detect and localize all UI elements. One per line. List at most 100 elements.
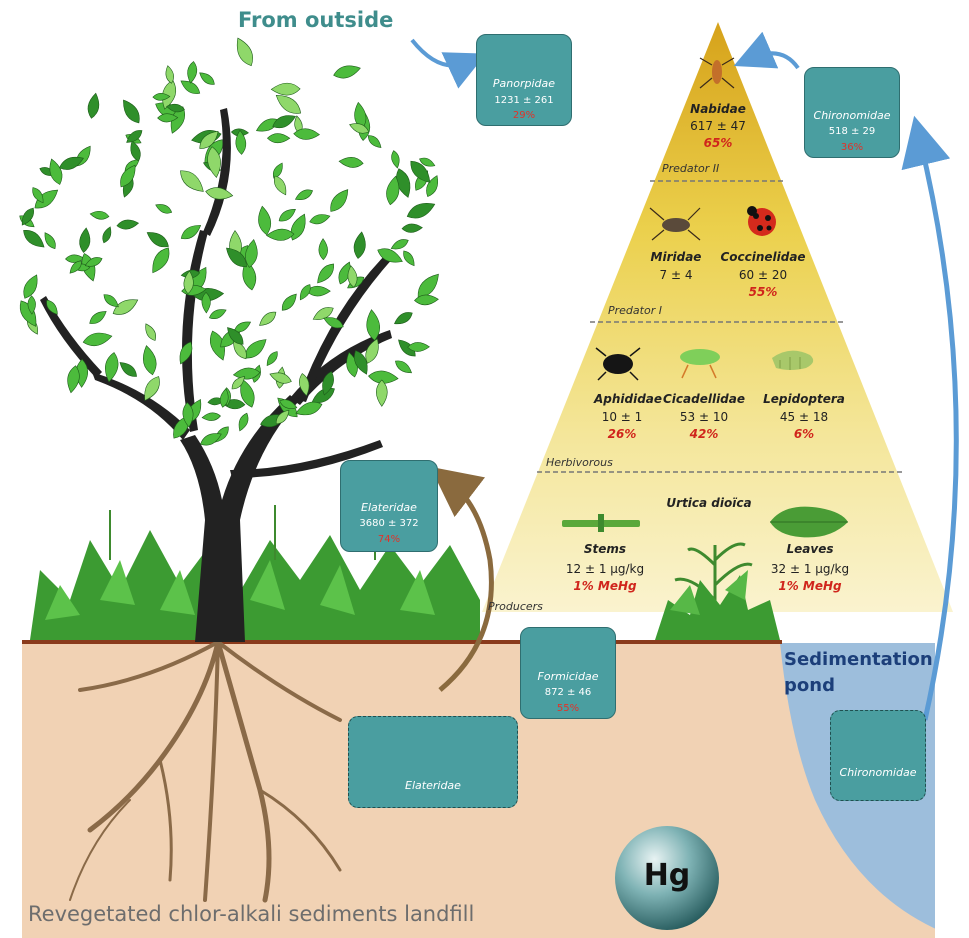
- tree-leaf: [323, 317, 344, 329]
- tree-leaf: [290, 213, 306, 241]
- tree-leaf: [317, 263, 334, 284]
- tree-leaf: [274, 175, 287, 196]
- tree-leaf: [365, 338, 379, 364]
- stems-name: Stems: [583, 542, 627, 556]
- tree-leaf: [84, 257, 103, 267]
- tree-leaf: [231, 376, 245, 390]
- miridae-icon: [649, 207, 701, 241]
- tree-leaf: [403, 250, 415, 267]
- tree-leaf: [180, 225, 202, 240]
- tree-leaf: [123, 99, 140, 124]
- miridae-name: Miridae: [650, 250, 702, 264]
- tree-leaf: [238, 412, 249, 432]
- tree-leaf: [330, 189, 349, 212]
- tree-leaf: [152, 92, 171, 101]
- tree-leaf: [27, 295, 36, 315]
- formicidae-box: Formicidae 872 ± 46 55%: [520, 627, 616, 719]
- aphididae-value: 10 ± 1: [601, 410, 643, 424]
- mercury-sphere: [615, 826, 719, 930]
- tree-leaf: [182, 402, 194, 428]
- tree-leaf: [366, 309, 380, 341]
- tree-leaf: [294, 189, 313, 200]
- tree-leaf: [199, 72, 215, 85]
- level-predator-1: Predator I: [608, 304, 662, 317]
- panorpidae-name: Panorpidae: [492, 77, 556, 90]
- tree-leaf: [338, 261, 351, 285]
- tree-leaf: [67, 365, 80, 394]
- pond-label-line-1: Sedimentation: [784, 649, 933, 670]
- tree-leaf: [180, 170, 204, 192]
- aphididae-icon: [595, 347, 641, 381]
- tree-leaf: [245, 239, 258, 268]
- tree-leaf: [391, 150, 400, 169]
- tree-leaf: [205, 187, 234, 200]
- nabidae-percent: 65%: [703, 136, 733, 150]
- tree-leaf: [299, 373, 310, 397]
- coccinelidae-value: 60 ± 20: [738, 268, 788, 282]
- cicadellidae-name: Cicadellidae: [662, 392, 746, 406]
- tree-leaf: [272, 162, 283, 179]
- elateridae-value: 3680 ± 372: [359, 518, 419, 529]
- formicidae-percent: 55%: [556, 703, 580, 714]
- tree-leaf: [89, 210, 110, 220]
- arrow-outside-to-panorpidae: [410, 38, 487, 89]
- tree-leaf: [407, 342, 430, 352]
- coccinelidae-name: Coccinelidae: [720, 250, 806, 264]
- pond-label-line-2: pond: [784, 675, 835, 696]
- tree-leaf: [146, 232, 169, 248]
- tree-leaf: [183, 270, 194, 295]
- lepidoptera-name: Lepidoptera: [763, 392, 845, 406]
- tree-leaf: [235, 129, 247, 155]
- coccinelidae-icon: [747, 206, 776, 236]
- tree-leaf: [165, 65, 174, 84]
- tree-roots: [69, 639, 342, 903]
- stems-value: 12 ± 1 µg/kg: [565, 562, 645, 576]
- tree-leaf: [32, 187, 44, 204]
- tree-leaf: [145, 323, 156, 341]
- leaves-name: Leaves: [786, 542, 834, 556]
- tree-leaf: [105, 352, 119, 383]
- tree-leaf: [275, 409, 290, 425]
- tree-leaf: [44, 232, 56, 250]
- tree-leaf: [299, 284, 311, 301]
- tree-leaf: [112, 299, 139, 315]
- tree-leaf: [281, 293, 297, 311]
- tree-leaf: [406, 203, 436, 219]
- elateridae-larva-box: Elateridae: [348, 716, 518, 808]
- tree-leaf: [279, 399, 298, 409]
- tree-leaf: [209, 330, 225, 361]
- tree-leaf: [144, 376, 160, 401]
- tree-leaf: [259, 311, 277, 326]
- arrow-chironomidae-to-nabidae: [733, 31, 800, 70]
- tree-leaf: [270, 82, 301, 96]
- tree-leaf: [103, 294, 119, 308]
- tree-leaf: [119, 362, 137, 377]
- chironomidae-larva-name: Chironomidae: [839, 766, 917, 779]
- elateridae-percent: 74%: [377, 534, 401, 545]
- landfill-caption: Revegetated chlor-alkali sediments landf…: [28, 902, 475, 926]
- chironomidae-adult-value: 518 ± 29: [828, 126, 876, 137]
- tree-leaf: [349, 123, 370, 134]
- tree-leaf: [126, 130, 143, 143]
- tree-leaf: [232, 367, 261, 380]
- tree-leaf: [354, 350, 368, 375]
- elateridae-larva-name: Elateridae: [405, 779, 461, 792]
- nabidae-value: 617 ± 47: [690, 119, 746, 133]
- trophic-pyramid: [482, 22, 953, 612]
- elateridae-name: Elateridae: [361, 501, 417, 514]
- tree-leaf: [152, 247, 170, 274]
- tree-leaf: [59, 156, 84, 170]
- tree-leaf: [410, 160, 431, 183]
- tree-leaf: [79, 227, 91, 253]
- tree-leaf: [294, 115, 303, 134]
- tree-leaf: [23, 230, 45, 248]
- formicidae-name: Formicidae: [537, 670, 599, 683]
- tree-leaf: [201, 291, 211, 314]
- formicidae-value: 872 ± 46: [544, 687, 592, 698]
- tree-leaf: [414, 294, 439, 306]
- tree-leaf: [390, 239, 409, 250]
- nabidae-name: Nabidae: [690, 102, 746, 116]
- tree-leaf: [419, 157, 436, 167]
- elateridae-box: Elateridae 3680 ± 372 74%: [340, 460, 438, 552]
- lepidoptera-percent: 6%: [793, 427, 815, 441]
